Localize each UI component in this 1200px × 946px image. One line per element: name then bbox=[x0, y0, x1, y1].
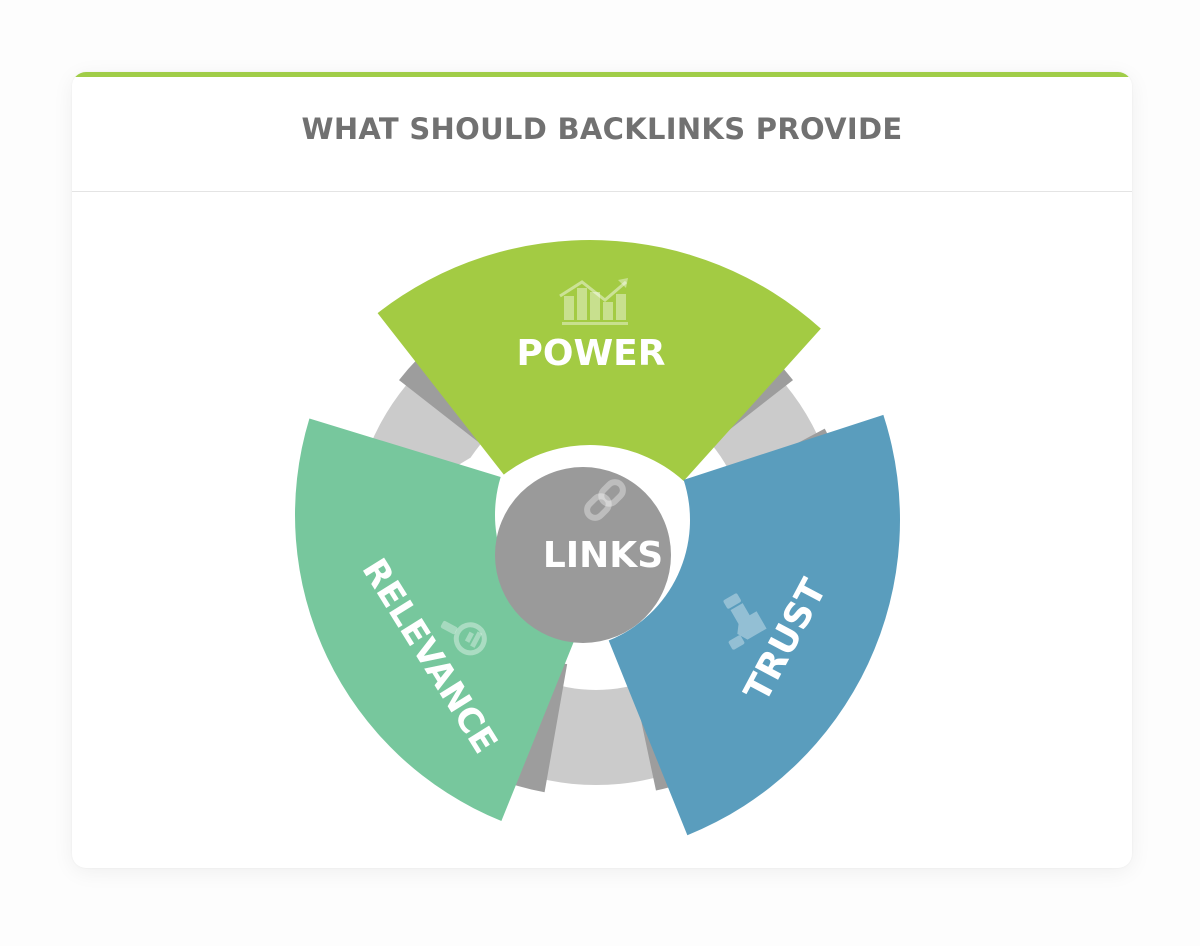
center-label: LINKS bbox=[543, 535, 663, 576]
power-label: POWER bbox=[516, 333, 665, 374]
link-chain-icon bbox=[584, 479, 626, 521]
handshake-icon bbox=[723, 593, 767, 650]
header-divider bbox=[72, 191, 1132, 192]
accent-bar bbox=[72, 72, 1132, 77]
segment-trust: TRUST bbox=[608, 414, 900, 836]
power-sector bbox=[377, 240, 821, 481]
segment-power: POWER bbox=[377, 240, 821, 481]
segment-relevance: RELEVANCE bbox=[295, 418, 577, 821]
search-analytics-icon bbox=[440, 620, 487, 656]
relevance-sector bbox=[295, 418, 577, 821]
center-node: LINKS bbox=[495, 467, 671, 643]
trust-sector bbox=[608, 414, 900, 836]
page-title: WHAT SHOULD BACKLINKS PROVIDE bbox=[301, 112, 903, 146]
growth-chart-icon bbox=[559, 278, 628, 325]
center-circle bbox=[495, 467, 671, 643]
